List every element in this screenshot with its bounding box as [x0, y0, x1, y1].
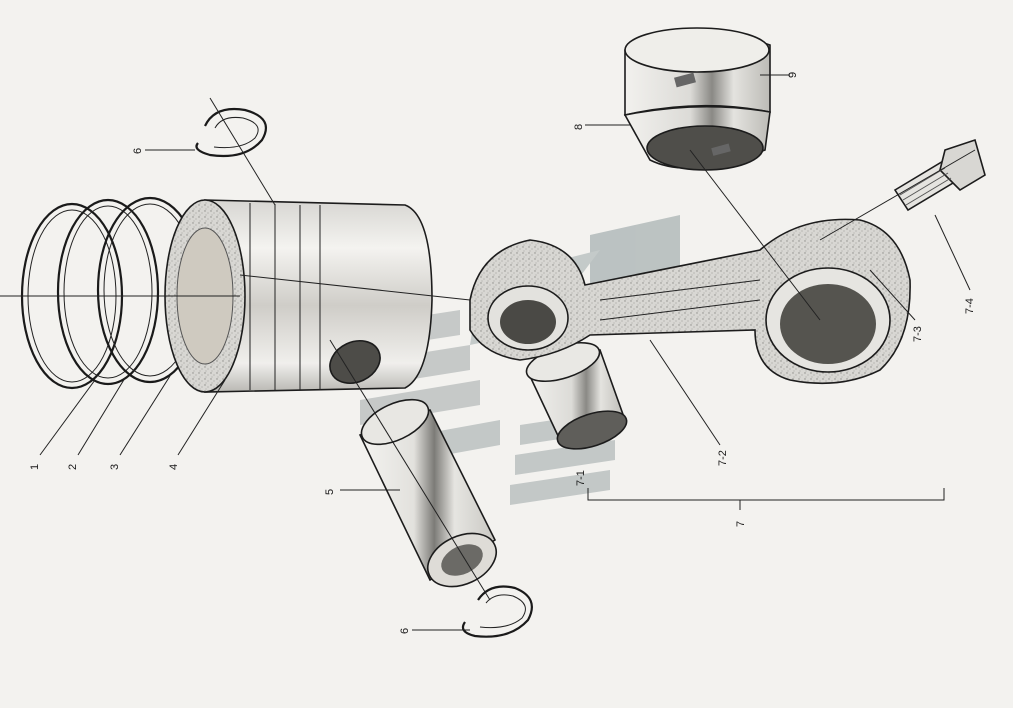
small-end-bushing [525, 341, 628, 450]
snap-ring-upper [195, 108, 267, 158]
callout-6-upper: 6 [132, 148, 144, 154]
callout-3: 3 [109, 464, 121, 470]
snap-ring-lower [461, 585, 533, 638]
callout-7-3: 7-3 [912, 326, 924, 342]
callout-2: 2 [67, 464, 79, 470]
connecting-rod [469, 218, 911, 385]
big-end-bearing-shells [623, 27, 771, 171]
callout-9: 9 [787, 72, 799, 78]
callout-7-2: 7-2 [717, 450, 729, 466]
callout-4: 4 [168, 464, 180, 470]
callout-1: 1 [29, 464, 41, 470]
callout-7: 7 [735, 521, 747, 527]
piston-ring-2 [56, 198, 160, 386]
callout-7-4: 7-4 [964, 298, 976, 314]
rod-bolt [893, 138, 986, 212]
piston [164, 199, 433, 393]
callout-6-lower: 6 [399, 628, 411, 634]
callout-7-1: 7-1 [575, 470, 587, 486]
callout-8: 8 [573, 124, 585, 130]
leader-lines [0, 74, 976, 631]
callout-5: 5 [324, 489, 336, 495]
